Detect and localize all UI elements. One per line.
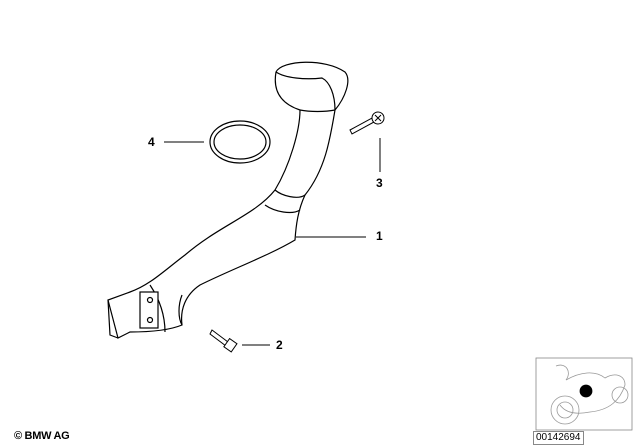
ring-part: [209, 120, 271, 164]
callout-3: 3: [376, 176, 383, 190]
callout-4: 4: [148, 135, 155, 149]
screw-part: [349, 111, 385, 135]
copyright: © BMW AG: [14, 430, 70, 442]
overview-inset: [535, 357, 633, 431]
callout-1: 1: [376, 229, 383, 243]
leader-lines: [164, 138, 381, 346]
pipe-part: [107, 61, 349, 339]
bolt-part: [209, 329, 238, 353]
callout-2: 2: [276, 338, 283, 352]
diagram-id: 00142694: [533, 431, 584, 445]
